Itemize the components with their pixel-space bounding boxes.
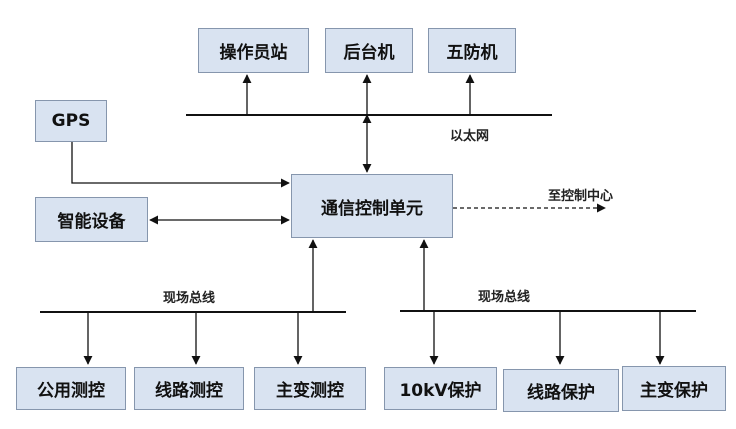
left-field-bus-label: 现场总线 [163, 291, 216, 306]
backend-computer-box: 后台机 [325, 28, 413, 73]
right-field-bus-label: 现场总线 [478, 290, 531, 305]
ethernet-label: 以太网 [450, 129, 490, 144]
protection-10kv-box: 10kV保护 [384, 367, 497, 410]
smart-device-label: 智能设备 [57, 212, 126, 232]
line-measure-control-label: 线路测控 [155, 381, 223, 401]
five-prevention-label: 五防机 [446, 43, 498, 63]
line-measure-control-box: 线路测控 [134, 367, 244, 410]
gps-to-comm-unit-arrow [71, 140, 290, 188]
protection-10kv-label: 10kV保护 [399, 381, 482, 401]
five-prevention-box: 五防机 [428, 28, 516, 73]
operator-station-label: 操作员站 [219, 43, 288, 63]
comm-control-unit-label: 通信控制单元 [321, 198, 423, 219]
to-control-center-label: 至控制中心 [548, 189, 614, 204]
line-protection-box: 线路保护 [503, 369, 619, 412]
gps-box: GPS [35, 100, 107, 142]
public-measure-control-label: 公用测控 [37, 381, 105, 401]
line-protection-label: 线路保护 [527, 383, 595, 403]
public-measure-control-box: 公用测控 [16, 367, 126, 410]
smart-device-box: 智能设备 [35, 197, 148, 242]
main-transformer-protection-label: 主变保护 [640, 381, 708, 401]
comm-control-unit-box: 通信控制单元 [291, 174, 453, 238]
operator-station-box: 操作员站 [198, 28, 309, 73]
main-transformer-protection-box: 主变保护 [622, 366, 726, 411]
backend-computer-label: 后台机 [343, 43, 395, 63]
main-transformer-measure-control-label: 主变测控 [276, 381, 344, 401]
main-transformer-measure-control-box: 主变测控 [254, 367, 366, 410]
gps-label: GPS [51, 111, 91, 131]
